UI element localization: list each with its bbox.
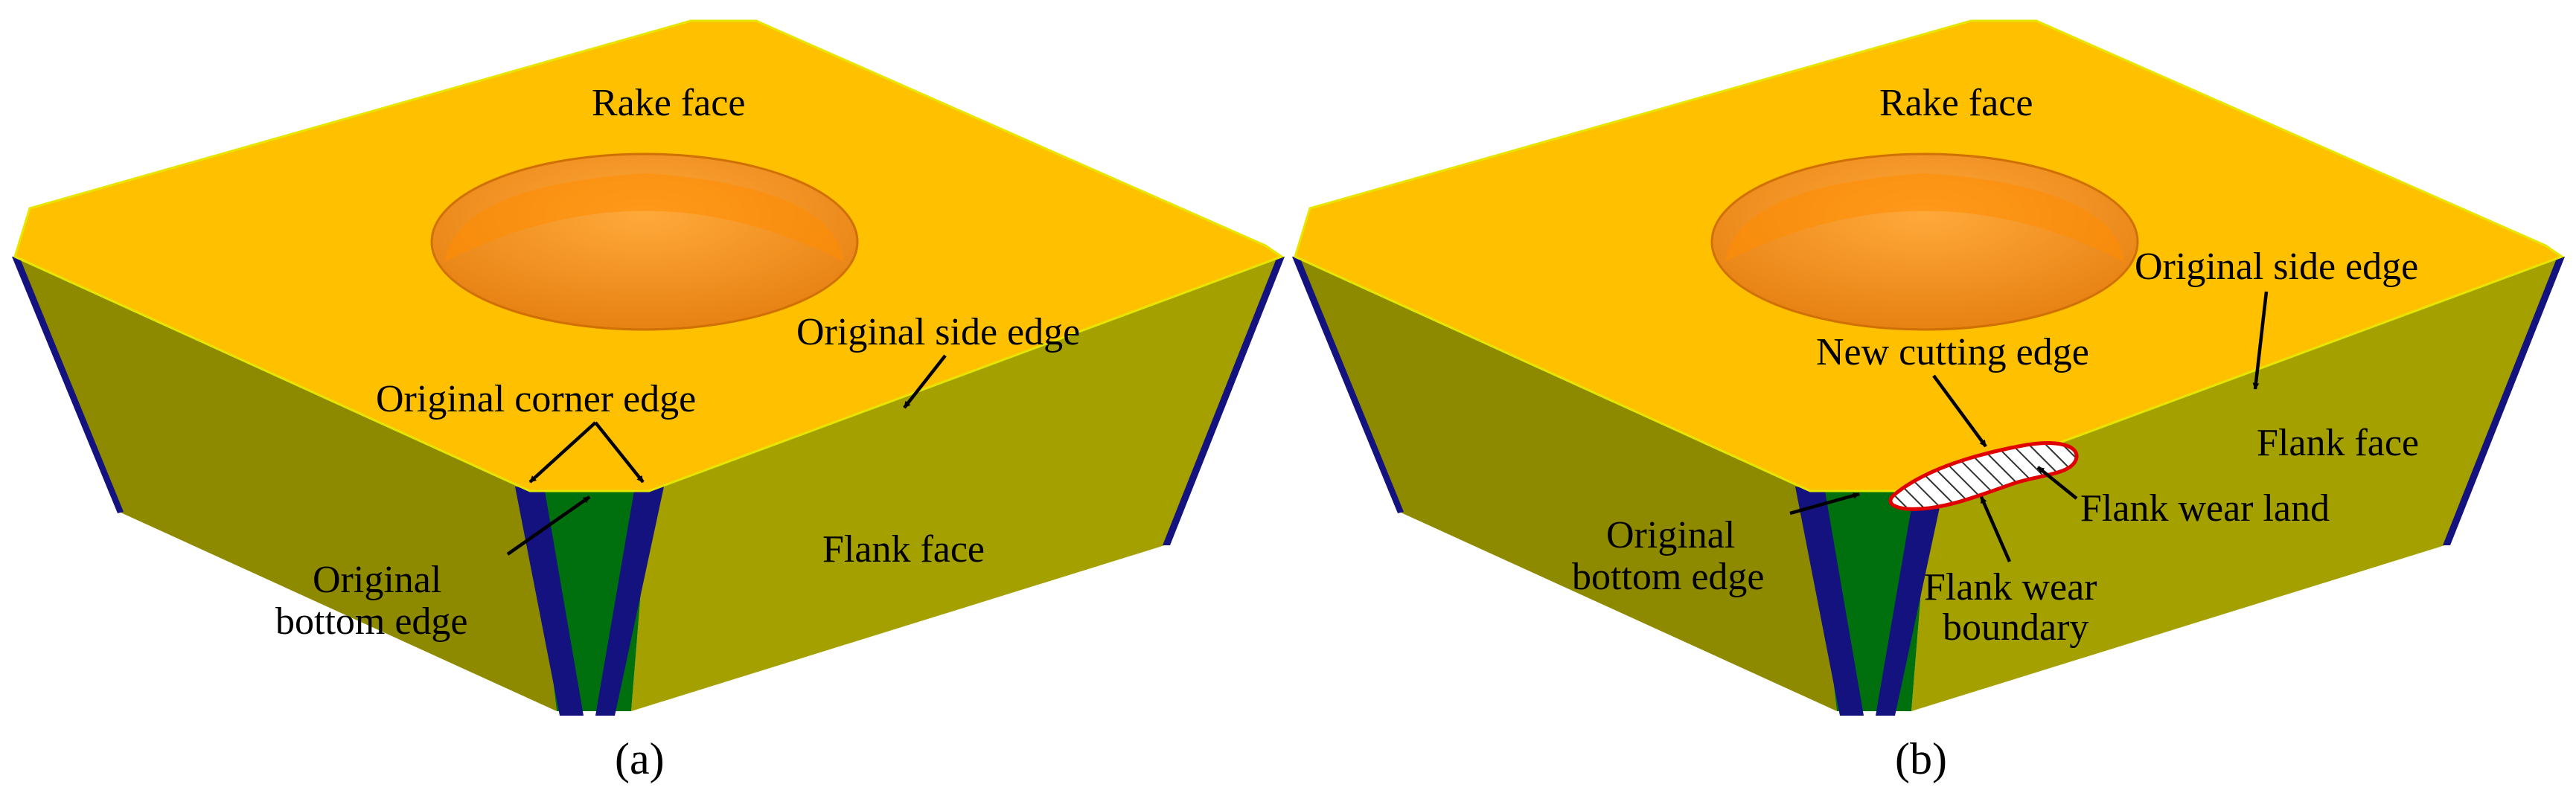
label-side-edge: Original side edge bbox=[2135, 245, 2418, 288]
side-edge-band-left bbox=[12, 257, 124, 513]
label-bottom-edge-2: bottom edge bbox=[1572, 556, 1765, 598]
arrow-wear-boundary bbox=[1979, 496, 2012, 562]
label-bottom-edge-2: bottom edge bbox=[275, 600, 468, 643]
arrow-corner-edge-right bbox=[594, 421, 645, 484]
arrow-side-edge bbox=[2252, 291, 2269, 390]
flank-face-right bbox=[631, 257, 1282, 711]
label-corner-edge: Original corner edge bbox=[376, 378, 696, 420]
label-new-cutting-edge: New cutting edge bbox=[1816, 331, 2089, 373]
corner-edge-band-left bbox=[515, 487, 584, 716]
arrow-side-edge bbox=[903, 354, 947, 409]
label-wear-boundary-2: boundary bbox=[1943, 606, 2088, 649]
side-edge-band-right bbox=[2443, 257, 2565, 545]
center-hole-inner-wall bbox=[1725, 173, 2124, 262]
label-flank-face: Flank face bbox=[2257, 422, 2419, 464]
caption-b: (b) bbox=[1895, 734, 1947, 783]
side-edge-band-right bbox=[1163, 257, 1285, 545]
label-bottom-edge-1: Original bbox=[313, 559, 441, 601]
center-hole-inner-wall bbox=[445, 173, 844, 262]
corner-edge-band-left bbox=[1795, 487, 1864, 716]
arrow-corner-edge-left bbox=[528, 421, 597, 484]
label-flank-face: Flank face bbox=[822, 528, 985, 571]
flank-face-left bbox=[15, 257, 557, 711]
flank-wear-land bbox=[1888, 441, 2079, 511]
corner-edge-band-right bbox=[595, 487, 664, 716]
flank-face-left bbox=[1295, 257, 1837, 711]
label-wear-land: Flank wear land bbox=[2080, 487, 2330, 530]
label-side-edge: Original side edge bbox=[796, 311, 1080, 353]
arrow-wear-land bbox=[2036, 466, 2078, 500]
label-wear-boundary-1: Flank wear bbox=[1924, 566, 2097, 609]
side-edge-band-left bbox=[1292, 257, 1404, 513]
arrow-bottom-edge bbox=[1789, 492, 1860, 516]
label-rake-face: Rake face bbox=[1879, 82, 2033, 124]
arrow-new-cutting-edge bbox=[1932, 374, 1987, 448]
corner-edge-band-right bbox=[1876, 487, 1944, 716]
panel-b: Rake face Original side edge New cutting… bbox=[1292, 19, 2565, 783]
label-rake-face: Rake face bbox=[592, 82, 745, 124]
flank-face-right bbox=[1911, 257, 2562, 711]
label-bottom-edge-1: Original bbox=[1606, 514, 1735, 556]
panel-a: Rake face Original side edge Original co… bbox=[12, 19, 1285, 783]
arrow-bottom-edge bbox=[506, 495, 591, 556]
caption-a: (a) bbox=[615, 734, 665, 783]
